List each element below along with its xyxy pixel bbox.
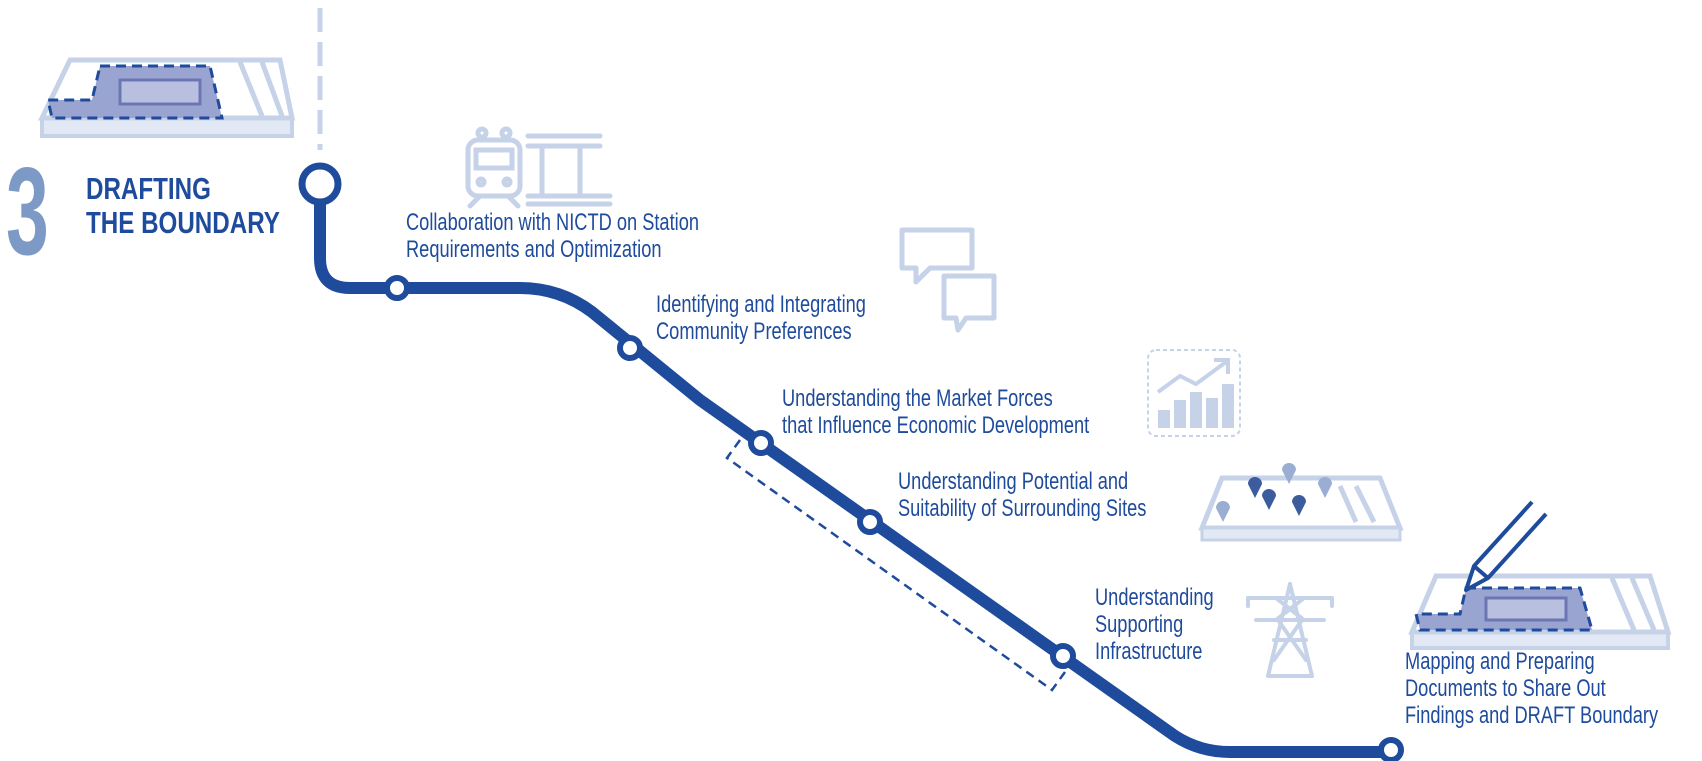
speech-bubbles-icon — [899, 227, 997, 333]
step-title: DRAFTING THE BOUNDARY — [86, 172, 280, 240]
milestone-label-3-line-1: Understanding the Market Forces — [782, 385, 1053, 412]
milestone-label-4-line-1: Understanding Potential and — [898, 468, 1129, 495]
map-pencil-icon — [1408, 500, 1672, 650]
milestone-label-2: Identifying and Integrating Community Pr… — [656, 291, 866, 345]
milestone-label-1-line-2: Requirements and Optimization — [406, 236, 662, 263]
start-node — [298, 162, 342, 206]
milestone-label-1-line-1: Collaboration with NICTD on Station — [406, 209, 699, 236]
parcel-map-icon — [38, 57, 296, 138]
milestone-node-3 — [748, 430, 774, 456]
milestone-node-4 — [857, 509, 883, 535]
milestone-label-3-line-2: that Influence Economic Development — [782, 412, 1090, 439]
milestone-node-5 — [1050, 643, 1076, 669]
milestone-label-5-line-3: Infrastructure — [1095, 638, 1203, 665]
milestone-label-2-line-1: Identifying and Integrating — [656, 291, 866, 318]
milestone-label-4: Understanding Potential and Suitability … — [898, 468, 1146, 522]
milestone-node-6 — [1378, 737, 1404, 761]
milestone-label-5-line-2: Supporting — [1095, 611, 1184, 638]
step-title-line-2: THE BOUNDARY — [86, 205, 280, 240]
milestone-label-5-line-1: Understanding — [1095, 584, 1214, 611]
train-station-icon — [465, 126, 613, 209]
milestone-label-6-line-3: Findings and DRAFT Boundary — [1405, 702, 1659, 729]
milestone-label-6-line-1: Mapping and Preparing — [1405, 648, 1595, 675]
power-tower-icon — [1246, 582, 1334, 678]
milestone-node-2 — [617, 335, 643, 361]
milestone-label-6-line-2: Documents to Share Out — [1405, 675, 1606, 702]
milestone-label-1: Collaboration with NICTD on Station Requ… — [406, 209, 699, 263]
map-pins-icon — [1198, 463, 1404, 542]
milestone-label-2-line-2: Community Preferences — [656, 318, 852, 345]
milestone-label-5: Understanding Supporting Infrastructure — [1095, 584, 1214, 665]
step-number: 3 — [6, 143, 49, 281]
milestone-label-4-line-2: Suitability of Surrounding Sites — [898, 495, 1147, 522]
route-line — [314, 170, 1391, 758]
milestone-label-6: Mapping and Preparing Documents to Share… — [1405, 648, 1658, 729]
step-title-line-1: DRAFTING — [86, 171, 211, 206]
milestone-node-1 — [384, 275, 410, 301]
growth-chart-icon — [1147, 349, 1241, 437]
milestone-label-3: Understanding the Market Forces that Inf… — [782, 385, 1089, 439]
